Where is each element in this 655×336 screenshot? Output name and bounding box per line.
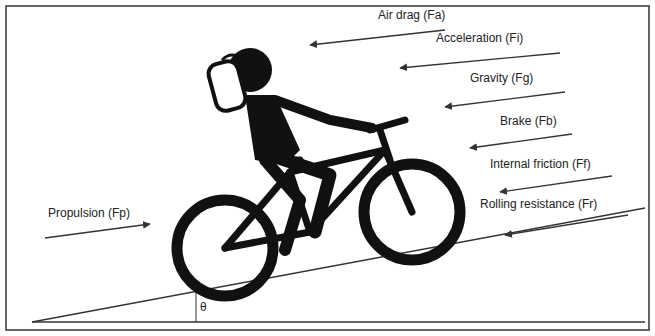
- force-label: Gravity (Fg): [470, 71, 533, 85]
- frame-border: [6, 6, 649, 330]
- slope-line: [32, 208, 645, 322]
- cyclist: [177, 48, 460, 296]
- force-label: Brake (Fb): [500, 114, 557, 128]
- force-label: Rolling resistance (Fr): [480, 197, 597, 211]
- force-label: Internal friction (Ff): [490, 157, 591, 171]
- ground-line: [32, 321, 645, 323]
- force-label: Air drag (Fa): [378, 8, 445, 22]
- force-label: Acceleration (Fi): [436, 31, 523, 45]
- angle-label: θ: [200, 300, 207, 314]
- angle-tick: [196, 292, 197, 322]
- force-arrows: [45, 30, 628, 238]
- force-label: Propulsion (Fp): [48, 206, 130, 220]
